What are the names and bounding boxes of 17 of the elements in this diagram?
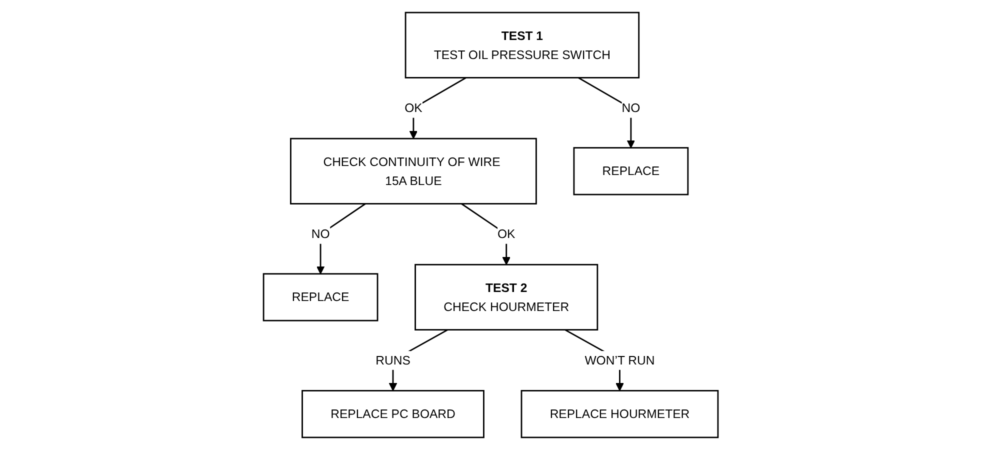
node-box: TEST 2 CHECK HOURMETER [414, 264, 598, 330]
node-box: CHECK CONTINUITY OF WIRE 15A BLUE [290, 138, 538, 204]
edge-label: OK [404, 100, 423, 115]
edge-label: NO [312, 226, 330, 242]
edge-label: OK [498, 226, 516, 242]
node-box: REPLACE [573, 147, 689, 196]
arrow [578, 77, 636, 148]
edge-label: RUNS [376, 352, 411, 368]
arrow [410, 77, 467, 139]
node-box: REPLACE PC BOARD [302, 390, 485, 438]
node-box: TEST 1 TEST OIL PRESSURE SWITCH [405, 12, 640, 78]
node-box: REPLACE HOURMETER [521, 390, 719, 438]
edge-label: WON’T RUN [584, 352, 655, 368]
edge-label: NO [622, 100, 640, 115]
node-box: REPLACE [263, 273, 378, 322]
arrow [316, 203, 366, 274]
arrow [461, 203, 511, 266]
